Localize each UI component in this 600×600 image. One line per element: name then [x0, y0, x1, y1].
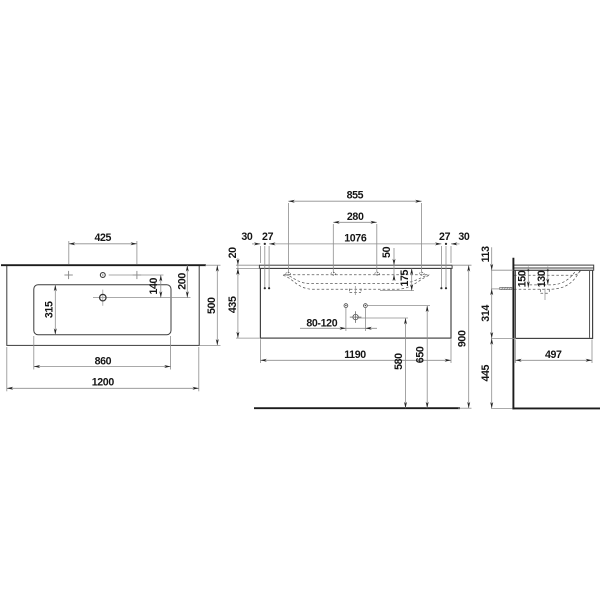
svg-text:50: 50: [381, 246, 393, 258]
svg-text:425: 425: [94, 232, 111, 244]
svg-text:175: 175: [399, 269, 411, 286]
svg-text:30: 30: [458, 231, 470, 243]
svg-text:30: 30: [241, 231, 253, 243]
svg-text:200: 200: [177, 273, 189, 290]
svg-text:435: 435: [227, 296, 239, 313]
svg-text:900: 900: [456, 330, 468, 347]
svg-text:650: 650: [415, 346, 427, 363]
svg-text:113: 113: [480, 246, 492, 262]
svg-text:140: 140: [148, 277, 160, 294]
svg-text:280: 280: [347, 211, 364, 223]
svg-text:1200: 1200: [92, 377, 115, 389]
svg-text:1076: 1076: [344, 232, 367, 244]
svg-text:1190: 1190: [344, 349, 366, 361]
svg-text:27: 27: [439, 231, 451, 243]
svg-text:497: 497: [545, 349, 562, 361]
svg-text:580: 580: [393, 353, 405, 370]
svg-text:860: 860: [95, 355, 112, 367]
svg-text:315: 315: [44, 301, 56, 318]
svg-text:500: 500: [206, 297, 218, 314]
svg-text:27: 27: [262, 231, 274, 243]
svg-text:855: 855: [347, 190, 364, 202]
svg-text:20: 20: [227, 247, 239, 259]
svg-text:80-120: 80-120: [306, 317, 337, 329]
svg-text:445: 445: [480, 364, 492, 381]
svg-text:314: 314: [480, 305, 492, 322]
svg-text:150: 150: [516, 270, 528, 287]
svg-text:130: 130: [536, 270, 548, 287]
